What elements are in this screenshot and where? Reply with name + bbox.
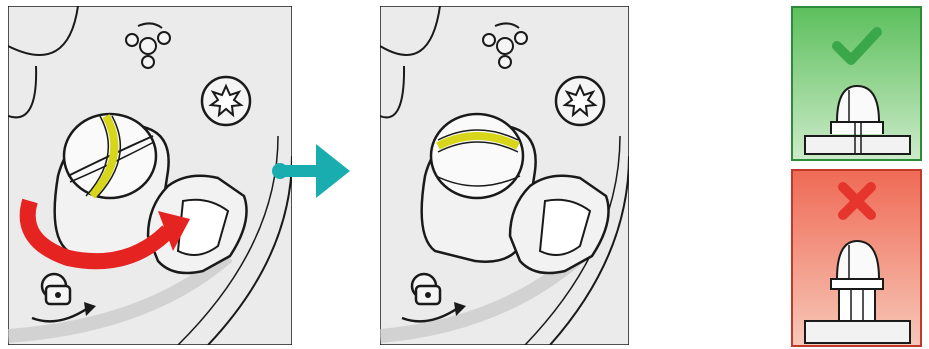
diagram-panel-after [380,6,629,345]
cap-rotation-after [380,6,629,345]
correct-indicator [791,6,922,161]
wrong-indicator [791,169,922,347]
teal-arrow-right-icon [270,140,352,202]
diagram-panel-before [8,6,292,345]
starburst-icon [556,77,604,125]
starburst-icon [202,77,250,125]
cap-rotation-before [8,6,292,345]
